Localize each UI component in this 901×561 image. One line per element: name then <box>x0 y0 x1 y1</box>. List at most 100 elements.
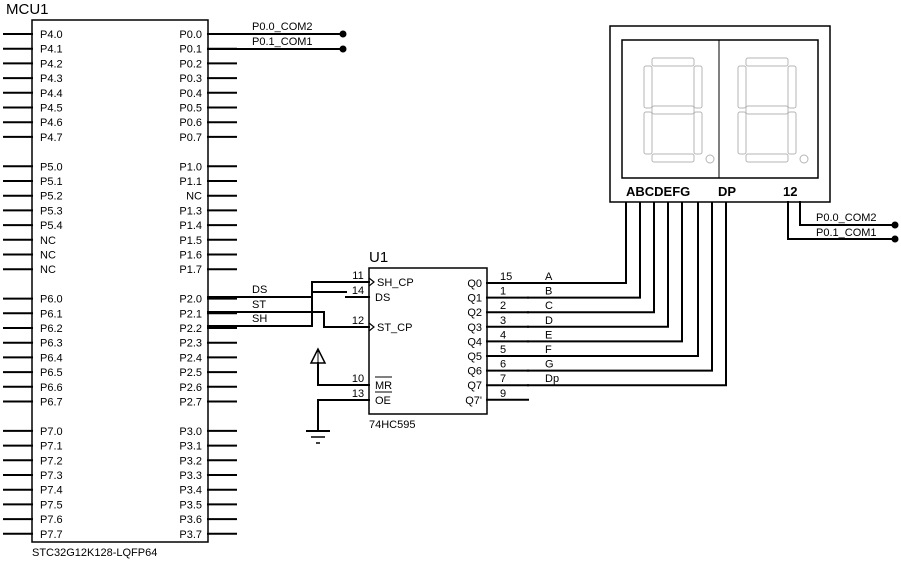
mcu-left-pin-label: NC <box>40 235 56 247</box>
net-st-wire <box>207 311 347 328</box>
mcu-left-pin-label: P6.7 <box>40 397 63 409</box>
mcu-right-pin-label: P0.6 <box>179 117 202 129</box>
mcu-right-pin-label: P2.7 <box>179 397 202 409</box>
clock-input-icon <box>368 322 375 332</box>
segment-wire <box>527 201 627 284</box>
display-dp-label: DP <box>718 184 736 199</box>
mcu-right-pin-label: P3.5 <box>179 499 202 511</box>
display-digit-2 <box>737 57 809 164</box>
segment-wire <box>527 201 669 328</box>
mcu-right-pin-label: P0.3 <box>179 73 202 85</box>
digit-segment <box>651 105 695 115</box>
mcu-right-pin-label: P3.4 <box>179 485 202 497</box>
mcu-right-pin-label: P0.4 <box>179 88 202 100</box>
mcu-left-pin-label: P7.3 <box>40 470 63 482</box>
mcu-left-pin-label: P6.4 <box>40 352 63 364</box>
digit-segment <box>787 65 797 109</box>
digit-segment <box>787 111 797 155</box>
mcu-right-pin-label: P1.4 <box>179 220 202 232</box>
net-com2-terminal <box>339 30 347 38</box>
mcu-left-pin-label: P7.2 <box>40 455 63 467</box>
mcu-left-pin-label: P4.6 <box>40 117 63 129</box>
mcu1-part-number: STC32G12K128-LQFP64 <box>32 547 157 559</box>
u1-right-pin-label: Q4 <box>467 336 482 348</box>
mr-vcc-wire <box>317 362 347 386</box>
mcu-right-pin-label: P1.5 <box>179 235 202 247</box>
mcu-left-pin-label: P5.2 <box>40 191 63 203</box>
segment-wire <box>527 201 641 299</box>
net-ds-wire <box>207 291 347 298</box>
mcu-right-pin-label: P0.2 <box>179 58 202 70</box>
mcu-left-pin-label: P6.0 <box>40 294 63 306</box>
mcu-right-pin-label: P0.1 <box>179 44 202 56</box>
segment-net-label: Dp <box>545 373 559 385</box>
oe-gnd-wire <box>317 399 347 431</box>
digit-segment <box>693 111 703 155</box>
mcu-right-pin-label: P1.3 <box>179 205 202 217</box>
segment-bus <box>527 201 727 387</box>
mcu-right-pin-label: P0.7 <box>179 132 202 144</box>
mcu-left-pin-label: P7.1 <box>40 441 63 453</box>
mcu-right-pin-label: P2.4 <box>179 352 202 364</box>
digit-segment <box>651 57 695 67</box>
u1-part-number: 74HC595 <box>369 419 415 431</box>
u1-right-pin-number: 15 <box>500 271 512 283</box>
com-nets-mcu: P0.0_COM2 P0.1_COM1 <box>207 21 347 53</box>
mcu-left-pin-label: P6.2 <box>40 323 63 335</box>
mcu-right-pin-label: P3.2 <box>179 455 202 467</box>
mcu-left-pin-label: P7.5 <box>40 499 63 511</box>
digit-segment <box>737 111 747 155</box>
mcu-left-pin-label: NC <box>40 264 56 276</box>
display-segment-labels: ABCDEFG <box>626 184 690 199</box>
u1-right-pin-number: 3 <box>500 315 506 327</box>
display-window <box>621 39 819 179</box>
u1-right-pin-label: Q5 <box>467 351 482 363</box>
digit-segment <box>745 57 789 67</box>
mcu-right-pin-label: P3.7 <box>179 529 202 541</box>
segment-wire <box>527 201 713 372</box>
disp-com1-terminal <box>891 235 899 243</box>
mcu-left-pin-label: P6.6 <box>40 382 63 394</box>
digit-segment <box>643 65 653 109</box>
u1-right-pin-number: 7 <box>500 373 506 385</box>
mcu-left-pin-label: P4.0 <box>40 29 63 41</box>
mcu-left-pin-label: P4.4 <box>40 88 63 100</box>
u1-right-pin-label: Q0 <box>467 278 482 290</box>
mcu-left-pin-label: P6.1 <box>40 308 63 320</box>
mcu-right-pin-label: P0.5 <box>179 103 202 115</box>
u1-right-pin-label: Q7 <box>467 380 482 392</box>
u1-left-pin-label: DS <box>375 292 390 304</box>
mcu-left-pin-label: P4.3 <box>40 73 63 85</box>
digit-decimal-point <box>799 154 809 164</box>
u1-right-pin-number: 6 <box>500 359 506 371</box>
display-digit-1 <box>643 57 715 164</box>
mcu-left-pin-label: P5.3 <box>40 205 63 217</box>
u1-body <box>368 267 488 415</box>
u1-left-pin-number: 13 <box>352 388 364 400</box>
disp-com1-label: P0.1_COM1 <box>816 227 877 239</box>
segment-wire <box>527 201 655 314</box>
mcu-left-pin-label: P4.1 <box>40 44 63 56</box>
mcu-right-pin-label: P3.3 <box>179 470 202 482</box>
mcu-left-pin-label: P4.7 <box>40 132 63 144</box>
mcu-right-pin-label: P2.3 <box>179 338 202 350</box>
clock-input-icon <box>368 277 375 287</box>
u1-right-pin-number: 5 <box>500 344 506 356</box>
u1-title: U1 <box>369 249 388 266</box>
u1-right-pin-number: 4 <box>500 329 506 341</box>
u1-right-pin-label: Q1 <box>467 293 482 305</box>
mcu-left-pin-label: P4.5 <box>40 103 63 115</box>
digit-segment <box>745 153 789 163</box>
digit-segment <box>651 153 695 163</box>
u1-right-pin-number: 1 <box>500 286 506 298</box>
mcu-right-pin-label: P1.7 <box>179 264 202 276</box>
u1-left-pin-number: 10 <box>352 373 364 385</box>
u1-left-pin-label: SH_CP <box>377 277 414 289</box>
mcu-right-pin-label: P1.1 <box>179 176 202 188</box>
mcu1-right-pins: P0.0P0.1P0.2P0.3P0.4P0.5P0.6P0.7P1.0P1.1… <box>179 29 237 541</box>
seven-segment-display: ABCDEFG DP 12 <box>609 25 831 203</box>
u1-left-pin-label: ST_CP <box>377 322 412 334</box>
u1-left-pin-number: 12 <box>352 315 364 327</box>
mcu-right-pin-label: P2.1 <box>179 308 202 320</box>
